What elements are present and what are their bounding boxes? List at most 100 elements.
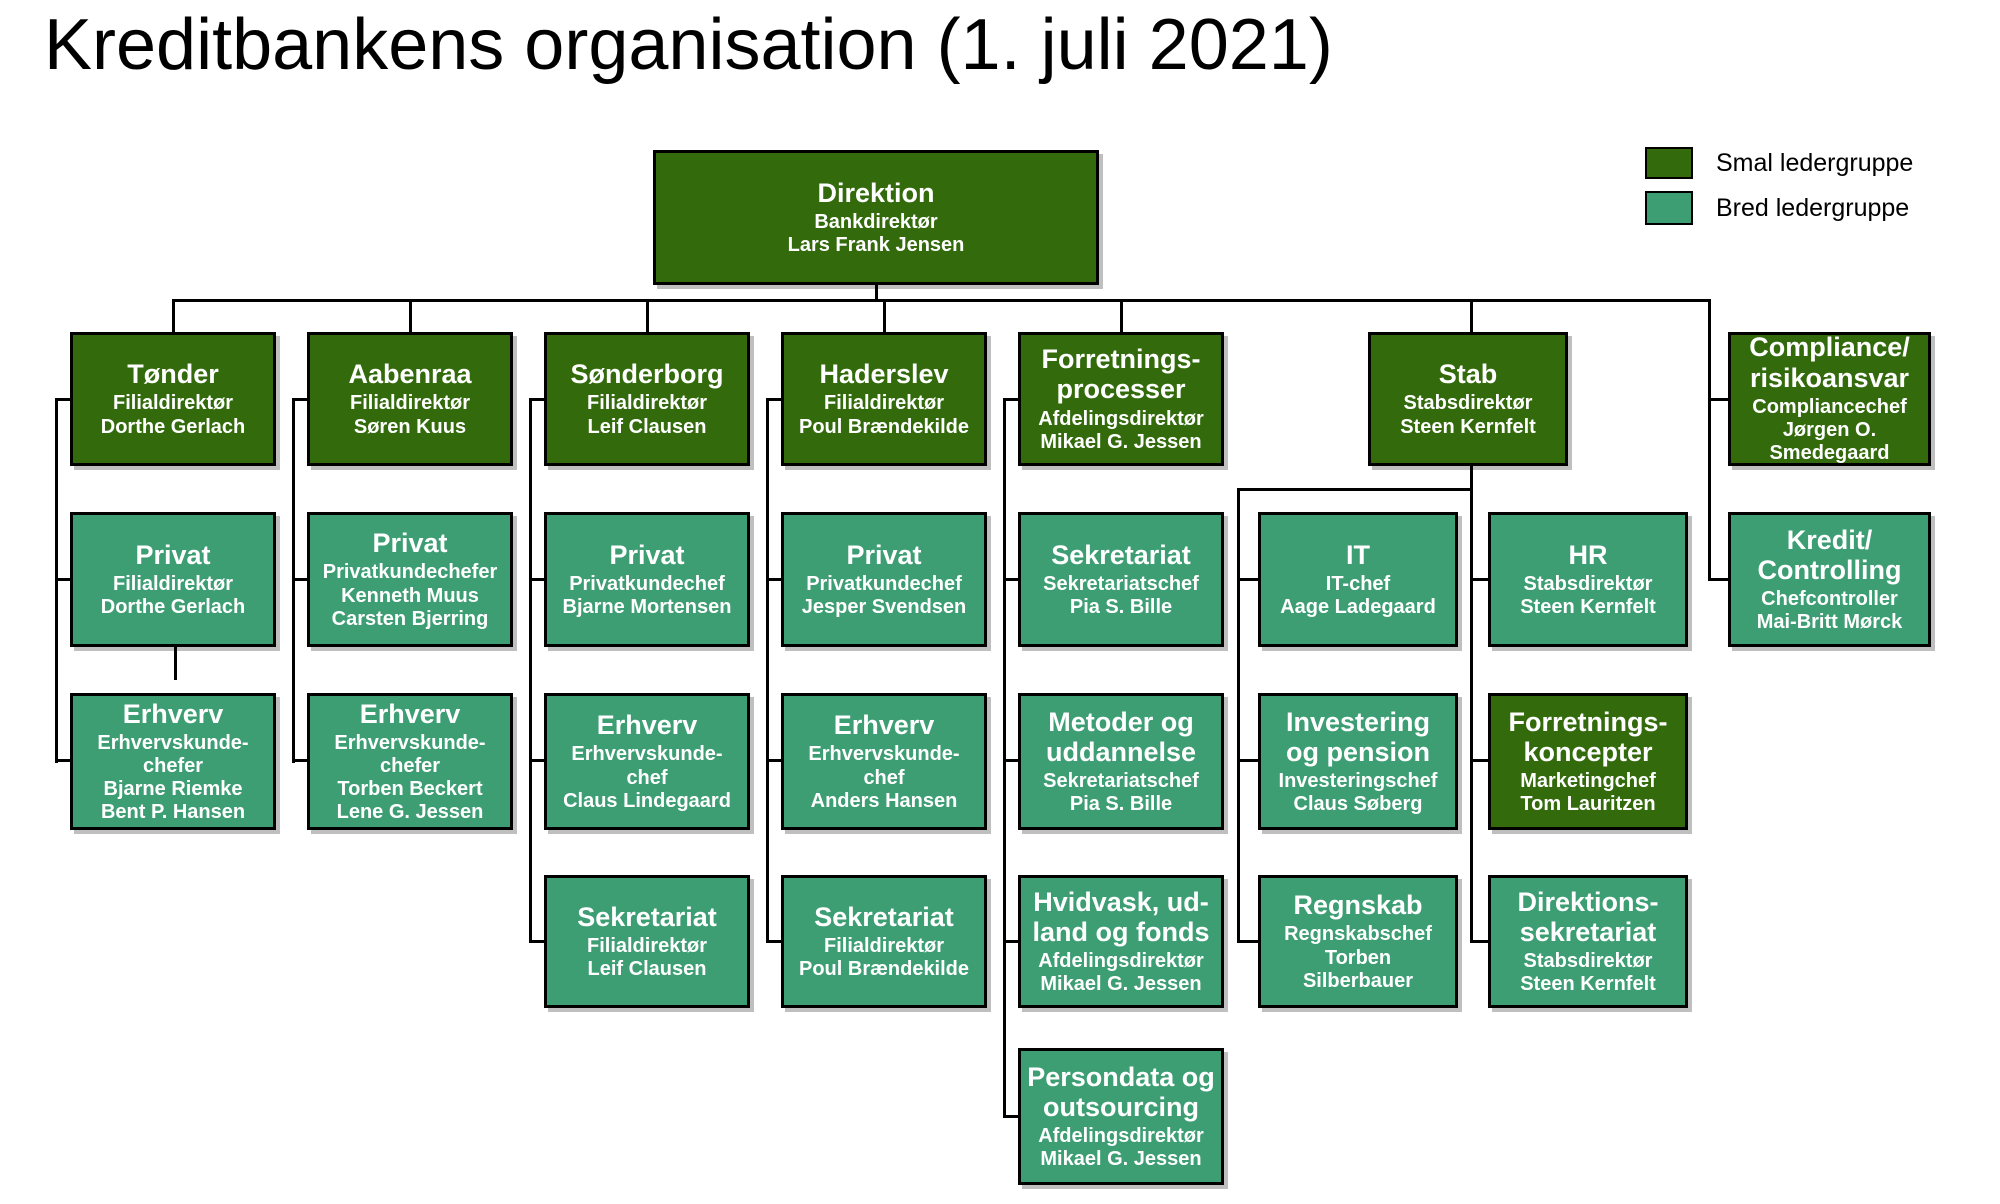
legend-label-smal: Smal ledergruppe (1716, 148, 1914, 177)
org-box-title: Sekretariat (577, 901, 717, 932)
org-box-title: risikoansvar (1749, 362, 1910, 393)
org-box-title: Aabenraa (348, 359, 472, 390)
connector-line (766, 940, 781, 943)
connector-line (529, 398, 544, 401)
org-box-subtitle: Erhvervskunde- (571, 743, 723, 766)
org-box-subtitle: Claus Lindegaard (563, 789, 731, 812)
connector-line (55, 759, 70, 762)
org-box-subtitle: Mikael G. Jessen (1040, 973, 1202, 996)
org-box-subtitle: Torben Beckert (337, 778, 483, 801)
org-box-title: Forretnings- (1508, 706, 1668, 737)
org-box-title: Privat (609, 539, 685, 570)
connector-line (1470, 299, 1473, 332)
org-box-subtitle: Steen Kernfelt (1520, 596, 1656, 619)
org-box-title: Erhverv (359, 698, 461, 729)
org-box-title: HR (1568, 539, 1608, 570)
org-box-subtitle: Filialdirektør (349, 392, 471, 415)
page-title: Kreditbankens organisation (1. juli 2021… (44, 5, 1333, 85)
org-box-title: Privat (135, 539, 211, 570)
org-box-subtitle: Afdelingsdirektør (1038, 950, 1204, 973)
org-box-subtitle: Privatkundechefer (322, 561, 498, 584)
connector-line (1003, 578, 1018, 581)
org-box-title: Forretnings- (1041, 344, 1201, 375)
org-box-subtitle: Steen Kernfelt (1400, 415, 1536, 438)
org-box-subtitle: Stabsdirektør (1523, 950, 1653, 973)
connector-line (174, 647, 177, 680)
org-box-subtitle: Poul Brændekilde (798, 415, 970, 438)
org-box-title: Stab (1438, 359, 1498, 390)
connector-line (1470, 759, 1488, 762)
org-box-title: Compliance/ (1749, 332, 1910, 363)
org-box-subtitle: Compliancechef (1752, 395, 1907, 418)
org-box-subtitle: Stabsdirektør (1523, 572, 1653, 595)
org-box-title: Investering (1285, 706, 1431, 737)
org-box-title: Tønder (127, 359, 219, 390)
org-box-title: IT (1346, 539, 1370, 570)
org-box-subtitle: Afdelingsdirektør (1038, 407, 1204, 430)
org-box-title: Hvidvask, ud- (1033, 886, 1209, 917)
org-box-title: Erhverv (833, 710, 935, 741)
connector-line (1120, 299, 1123, 332)
org-box-subtitle: Erhvervskunde- (334, 731, 486, 754)
connector-line (292, 759, 307, 762)
org-box-subtitle: Leif Clausen (587, 415, 707, 438)
org-box-subtitle: Poul Brændekilde (798, 958, 970, 981)
org-box-subtitle: Aage Ladegaard (1280, 596, 1436, 619)
org-box-subtitle: Filialdirektør (586, 934, 708, 957)
org-box-subtitle: Filialdirektør (823, 392, 945, 415)
connector-line (1237, 488, 1240, 943)
org-box-subtitle: Mikael G. Jessen (1040, 1148, 1202, 1171)
org-box-subtitle: Kenneth Muus (341, 584, 479, 607)
org-box-subtitle: Lars Frank Jensen (787, 234, 965, 257)
org-box-subtitle: Investeringschef (1278, 770, 1438, 793)
connector-line (292, 578, 307, 581)
connector-line (55, 398, 70, 401)
org-box-subtitle: Chefcontroller (1761, 588, 1898, 611)
org-box-subtitle: chef (626, 766, 668, 789)
connector-line (1003, 940, 1018, 943)
legend-label-bred: Bred ledergruppe (1716, 193, 1910, 222)
org-box-title: Regnskab (1293, 890, 1423, 921)
org-box-subtitle: Claus Søberg (1293, 793, 1423, 816)
org-box-subtitle: Privatkundechef (806, 572, 962, 595)
connector-line (646, 299, 649, 332)
connector-line (875, 285, 878, 301)
org-box-title: Direktions- (1517, 886, 1659, 917)
connector-line (883, 299, 886, 332)
org-box-subtitle: Bjarne Riemke (103, 778, 243, 801)
connector-line (1470, 578, 1488, 581)
org-box-subtitle: Anders Hansen (810, 789, 958, 812)
connector-line (1237, 578, 1258, 581)
org-box-title: Haderslev (819, 359, 949, 390)
org-box-title: Controlling (1757, 554, 1902, 585)
org-box-title: Sekretariat (1051, 539, 1191, 570)
org-box-subtitle: Jørgen O. (1782, 419, 1877, 442)
connector-line (766, 398, 769, 943)
org-box-subtitle: Stabsdirektør (1403, 392, 1533, 415)
org-box-subtitle: Pia S. Bille (1069, 793, 1173, 816)
legend-swatch-bred (1645, 191, 1693, 225)
org-box-subtitle: Jesper Svendsen (801, 596, 967, 619)
org-box-subtitle: Smedegaard (1769, 442, 1890, 465)
org-box-subtitle: Steen Kernfelt (1520, 973, 1656, 996)
org-box-title: uddannelse (1045, 736, 1197, 767)
org-box-subtitle: Søren Kuus (353, 415, 467, 438)
org-box-subtitle: Regnskabschef (1284, 923, 1432, 946)
org-box-subtitle: Bankdirektør (814, 210, 938, 233)
